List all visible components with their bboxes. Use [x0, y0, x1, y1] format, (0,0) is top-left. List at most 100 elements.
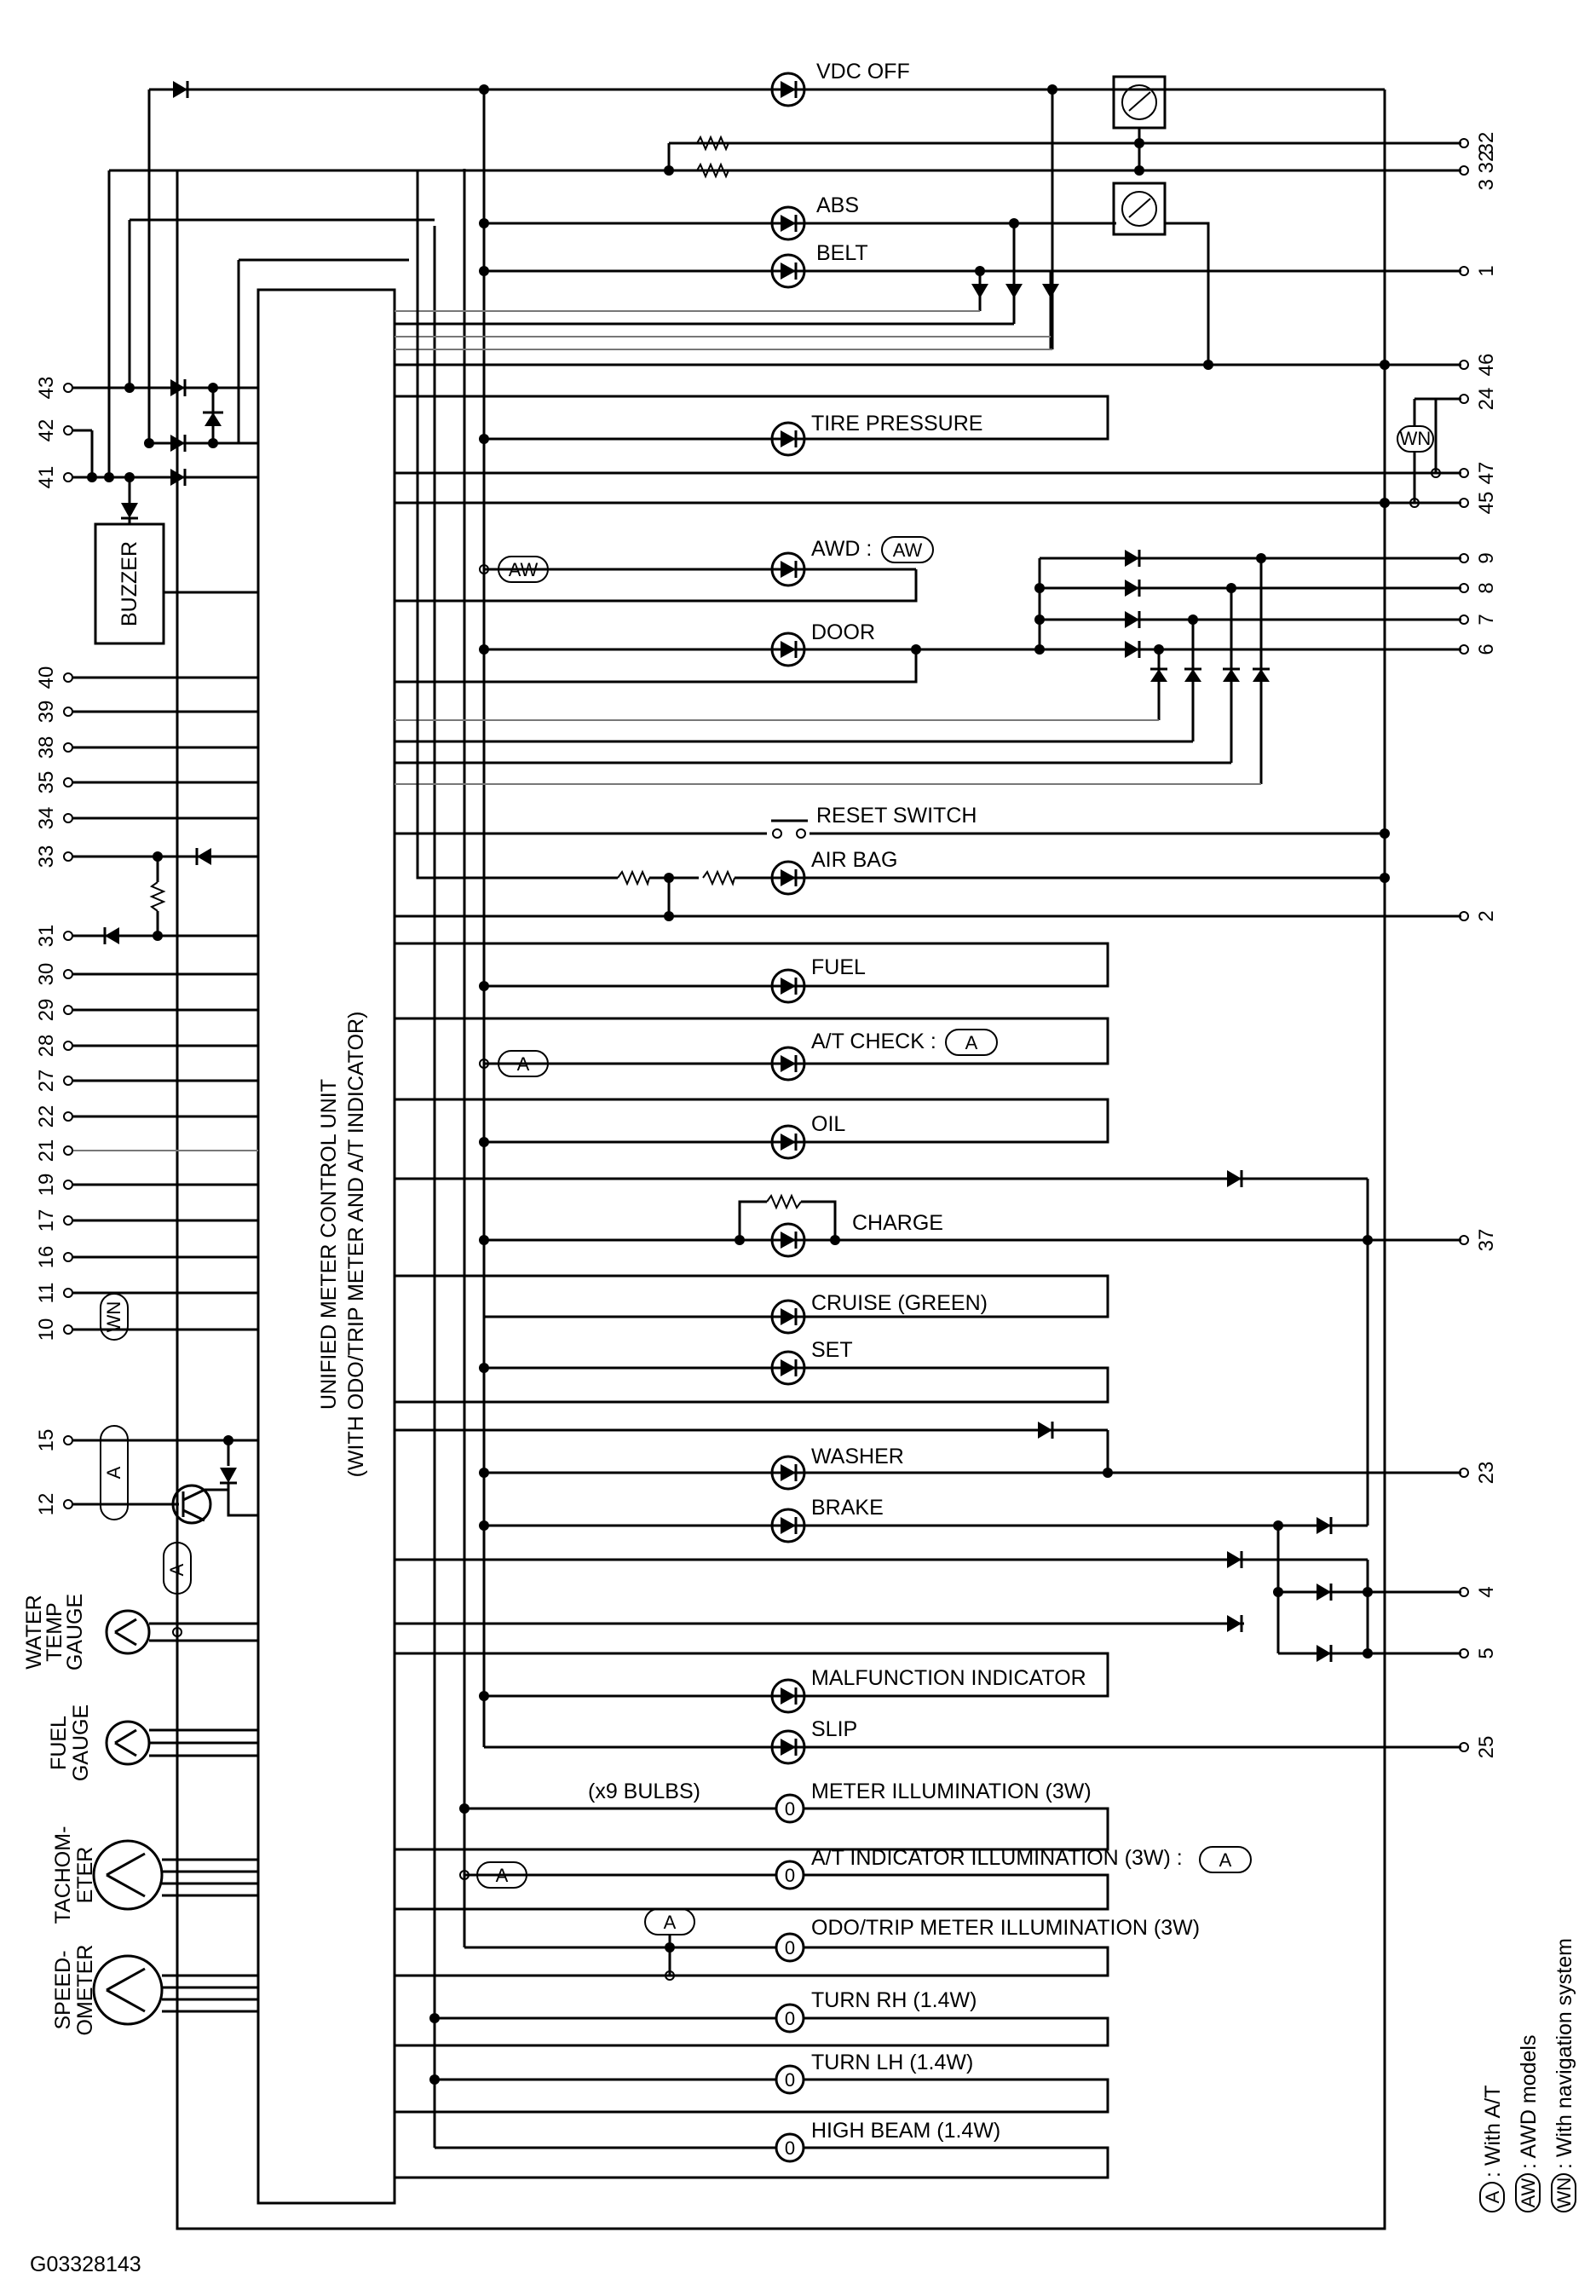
indicator-cruise: CRUISE (GREEN) [811, 1291, 988, 1315]
gauge-fuel-2: GAUGE [69, 1705, 93, 1781]
buzzer-box [94, 522, 165, 645]
pin-l-11: 11 [35, 1283, 58, 1304]
led-icon [770, 1046, 806, 1082]
legend-text-wn: : With navigation system [1553, 1938, 1576, 2169]
gauge-fuel-1: FUEL [47, 1716, 71, 1770]
pin-r-25: 25 [1475, 1736, 1498, 1759]
gauge-water-1: WATER [22, 1595, 46, 1670]
gauge-tach-2: ETER [73, 1847, 97, 1904]
gauge-speed-2: OMETER [73, 1945, 97, 2036]
indicator-oil: OIL [811, 1112, 845, 1136]
pin-l-31: 31 [35, 925, 58, 948]
diode-icon [1227, 1170, 1242, 1187]
pin-r-45: 45 [1475, 492, 1498, 515]
svg-text:0: 0 [785, 1865, 795, 1886]
indicator-tire-pressure: TIRE PRESSURE [811, 412, 982, 436]
diode-icon [220, 1468, 237, 1483]
tag-wn-left: WN [103, 1301, 124, 1333]
tag-aw-indicator: AW [893, 539, 923, 561]
diode-icon [170, 469, 185, 486]
pin-r-6: 6 [1475, 643, 1498, 655]
tag-at-odo: A [664, 1912, 677, 1933]
pin-l-16: 16 [35, 1246, 58, 1269]
gauge-speed-1: SPEED- [51, 1950, 75, 2029]
tag-at-indicator: A [965, 1032, 978, 1053]
bulb-count-note: (x9 BULBS) [588, 1780, 700, 1803]
diode-icon [1317, 1517, 1331, 1534]
led-icon [770, 253, 806, 289]
led-icon [770, 421, 806, 457]
legend-text-aw: : AWD models [1517, 2035, 1541, 2169]
pin-r-24: 24 [1475, 388, 1498, 411]
diode-icon [1223, 669, 1240, 682]
pin-l-27: 27 [35, 1070, 58, 1093]
pin-l-38: 38 [35, 736, 58, 759]
nav-option-tag-left [100, 1293, 129, 1341]
diode-icon [170, 435, 185, 452]
pin-r-2: 2 [1475, 910, 1498, 921]
led-icon [770, 632, 806, 667]
left-pin-terminals [63, 383, 73, 1509]
legend-tag-wn: WN [1553, 2178, 1575, 2209]
pin-l-21: 21 [35, 1139, 58, 1162]
pin-r-32a: 32 [1475, 132, 1498, 155]
pin-r-37: 37 [1475, 1229, 1498, 1252]
pin-l-12: 12 [35, 1493, 58, 1516]
indicator-malfunction: MALFUNCTION INDICATOR [811, 1666, 1086, 1690]
indicator-belt: BELT [816, 241, 868, 265]
indicator-washer: WASHER [811, 1445, 904, 1468]
at-indicator-illum-tag [1199, 1846, 1252, 1873]
awd-indicator-tag [881, 536, 934, 563]
indicator-abs: ABS [816, 193, 859, 217]
indicator-door: DOOR [811, 620, 875, 644]
pin-r-1: 1 [1475, 265, 1498, 276]
diode-icon [205, 412, 222, 426]
legend-tag-aw: AW [1518, 2178, 1539, 2207]
pin-r-47: 47 [1475, 462, 1498, 485]
pin-l-29: 29 [35, 999, 58, 1022]
legend-text-a: : With A/T [1481, 2085, 1505, 2178]
diode-icon [1227, 1551, 1242, 1568]
buzzer-label: BUZZER [118, 541, 141, 626]
led-icon [770, 72, 806, 107]
at-option-tag-illum [476, 1861, 527, 1889]
control-unit-box [256, 288, 396, 2205]
pin-l-30: 30 [35, 963, 58, 986]
bulb-at-indicator-illumination: A/T INDICATOR ILLUMINATION (3W) : [811, 1846, 1183, 1870]
indicator-awd: AWD : [811, 537, 872, 561]
led-icon [770, 1350, 806, 1386]
resistor-icon [696, 162, 729, 179]
pin-l-15: 15 [35, 1429, 58, 1452]
pin-l-17: 17 [35, 1209, 58, 1232]
indicator-slip: SLIP [811, 1717, 857, 1741]
svg-text:0: 0 [785, 2137, 795, 2159]
tag-aw-line: AW [509, 559, 539, 580]
diode-icon [1227, 1615, 1242, 1632]
led-icon [770, 1455, 806, 1491]
indicator-at-check: A/T CHECK : [811, 1030, 936, 1053]
reset-switch-label: RESET SWITCH [816, 804, 977, 828]
pin-r-3: 3 32 [1475, 151, 1498, 191]
pin-l-39: 39 [35, 701, 58, 724]
diode-icon [121, 503, 138, 518]
diode-icon [1317, 1645, 1331, 1662]
diode-icon [197, 848, 211, 865]
awd-option-tag [498, 556, 549, 583]
led-icon [770, 205, 806, 241]
figure-id: G03328143 [30, 2253, 141, 2276]
gauge-labels: WATER TEMP GAUGE FUEL GAUGE TACHOM- ETER… [22, 1594, 97, 2036]
pin-l-41: 41 [35, 466, 58, 489]
pin-r-7: 7 [1475, 614, 1498, 625]
fuel-gauge [105, 1720, 151, 1766]
svg-text:0: 0 [785, 2069, 795, 2091]
gauge-tach-1: TACHOM- [51, 1826, 75, 1924]
pin-l-43: 43 [35, 377, 58, 400]
diode-icon [1317, 1584, 1331, 1601]
led-icon [770, 551, 806, 587]
pin-l-34: 34 [35, 807, 58, 830]
control-unit-line2: (WITH ODO/TRIP METER AND A/T INDICATOR) [344, 1012, 368, 1478]
diode-icon [105, 927, 119, 944]
tag-at-line: A [517, 1053, 530, 1075]
abs-switch-icon [1112, 182, 1167, 236]
bulb-turn-rh: TURN RH (1.4W) [811, 1988, 977, 2012]
